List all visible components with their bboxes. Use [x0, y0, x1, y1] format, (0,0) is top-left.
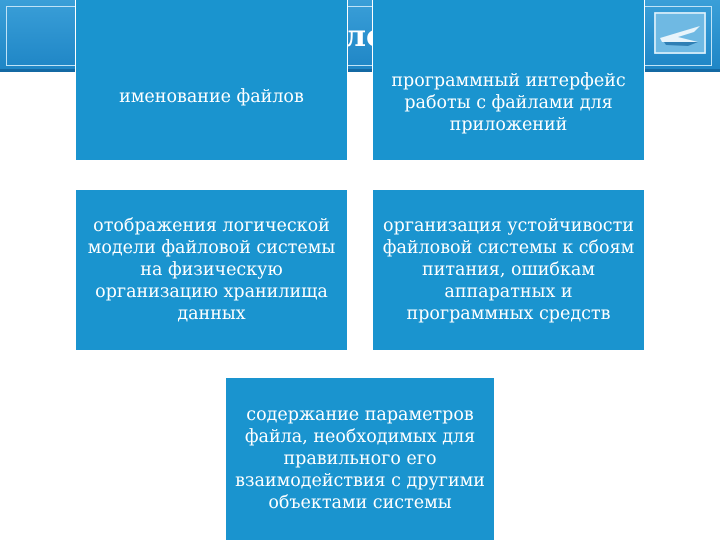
- box-parameters: содержание параметров файла, необходимых…: [226, 378, 494, 540]
- box-file-naming: именование файлов: [76, 0, 347, 160]
- box-resilience: организация устойчивости файловой систем…: [373, 190, 644, 350]
- box-file-naming-label: именование файлов: [119, 87, 304, 107]
- box-app-api: программный интерфейс работы с файлами д…: [373, 0, 644, 160]
- box-parameters-label: содержание параметров файла, необходимых…: [235, 405, 485, 513]
- box-app-api-label: программный интерфейс работы с файлами д…: [391, 71, 626, 135]
- title-frame: [6, 6, 712, 66]
- box-mapping-label: отображения логической модели файловой с…: [87, 216, 336, 324]
- box-mapping: отображения логической модели файловой с…: [76, 190, 347, 350]
- aircraft-logo-icon: [654, 12, 706, 54]
- box-resilience-label: организация устойчивости файловой систем…: [382, 216, 635, 324]
